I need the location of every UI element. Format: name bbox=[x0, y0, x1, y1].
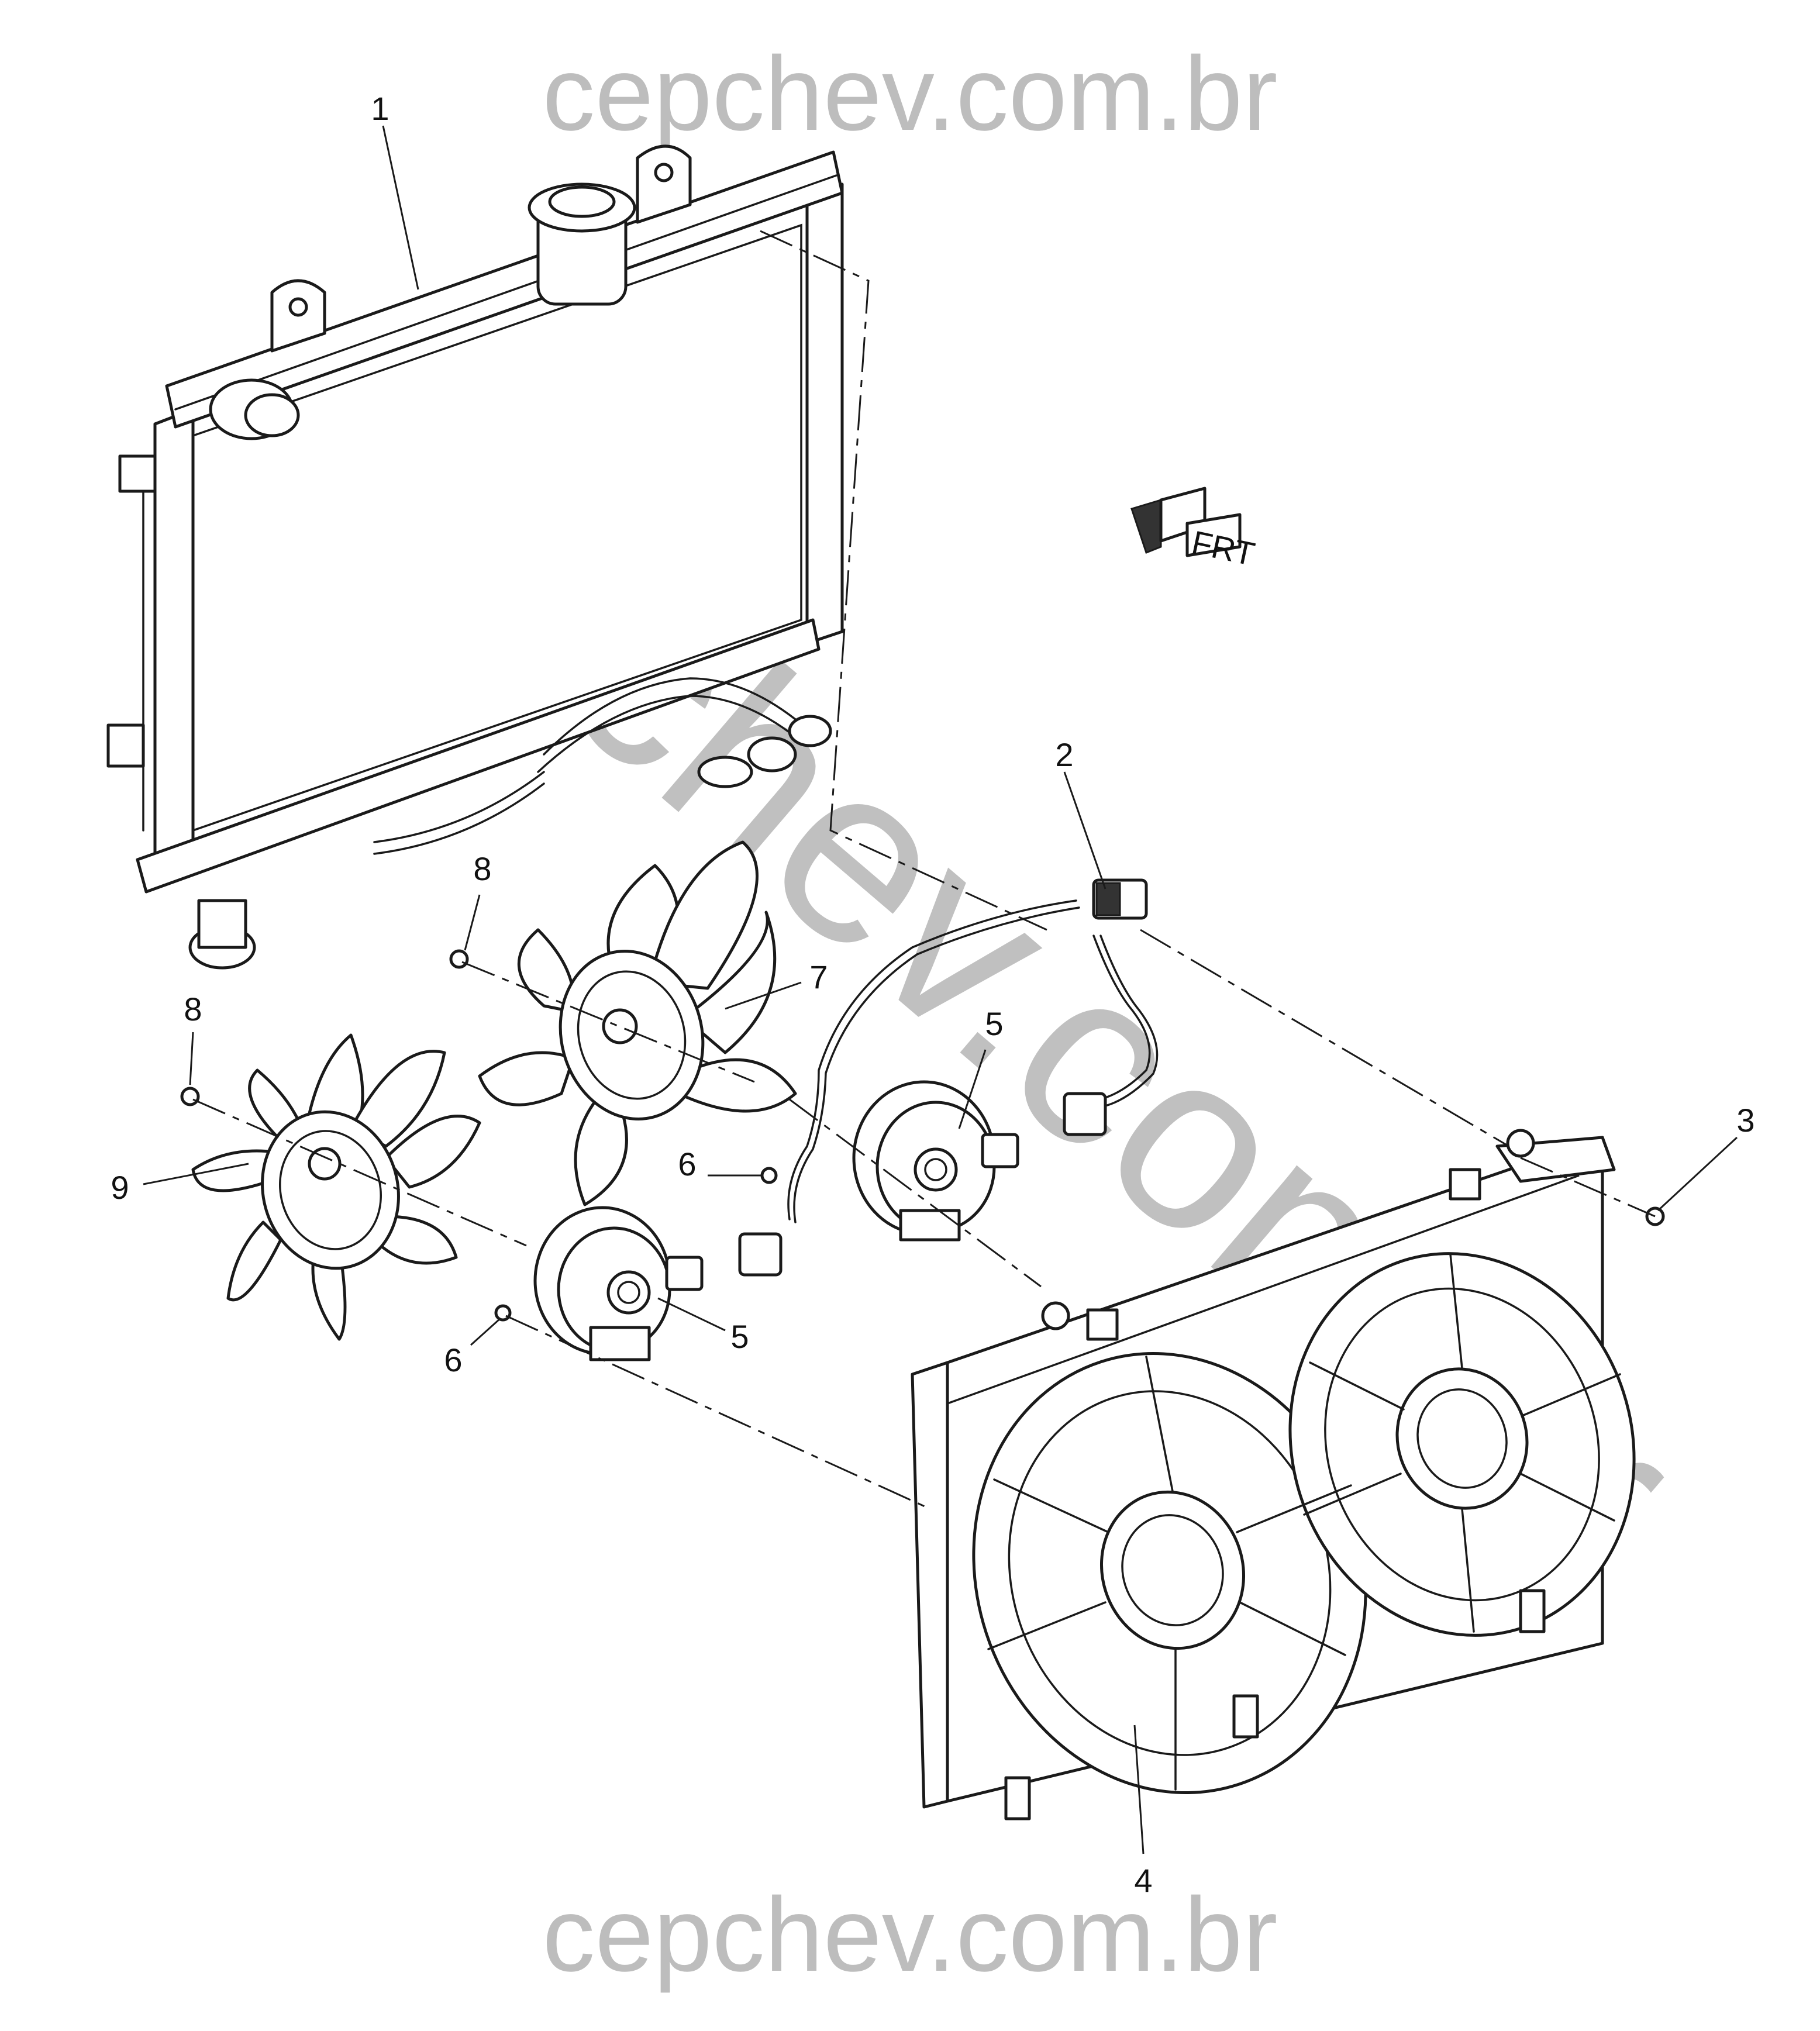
fan-nut-left bbox=[180, 1087, 200, 1106]
callout-5-right: 5 bbox=[985, 1005, 1003, 1042]
wiring-harness bbox=[738, 878, 1159, 1277]
fan-blade-left bbox=[191, 1033, 481, 1341]
front-indicator-label: FRT bbox=[1189, 523, 1259, 573]
fan-shroud bbox=[911, 1129, 1636, 1820]
alignment-lines bbox=[192, 230, 1656, 1510]
callout-2: 2 bbox=[1055, 736, 1073, 773]
callout-1: 1 bbox=[371, 90, 389, 127]
watermark-top: cepchev.com.br bbox=[542, 35, 1277, 153]
fan-blade-right bbox=[478, 840, 797, 1206]
callout-3: 3 bbox=[1736, 1102, 1754, 1139]
callout-4: 4 bbox=[1134, 1862, 1152, 1899]
radiator bbox=[106, 144, 844, 970]
motor-bolt-left bbox=[494, 1304, 512, 1322]
callout-8-right: 8 bbox=[473, 850, 491, 887]
motor-left bbox=[533, 1206, 704, 1361]
watermark-bottom: cepchev.com.br bbox=[542, 1876, 1277, 1994]
front-arrow-icon bbox=[1130, 498, 1162, 554]
front-indicator: FRT bbox=[1130, 487, 1259, 573]
callout-6-left: 6 bbox=[444, 1342, 462, 1378]
callout-5-left: 5 bbox=[730, 1318, 749, 1355]
callout-9: 9 bbox=[111, 1169, 129, 1206]
motor-bolt-right bbox=[760, 1167, 778, 1184]
callout-8-left: 8 bbox=[184, 991, 202, 1027]
callout-7: 7 bbox=[809, 958, 828, 995]
motor-right bbox=[852, 1080, 1019, 1242]
callout-6-right: 6 bbox=[678, 1146, 696, 1182]
callout-labels: 1 2 3 4 5 5 6 6 8 8 7 9 bbox=[111, 90, 1754, 1899]
leader-lines bbox=[143, 125, 1738, 1854]
fan-nut-right bbox=[449, 949, 469, 969]
